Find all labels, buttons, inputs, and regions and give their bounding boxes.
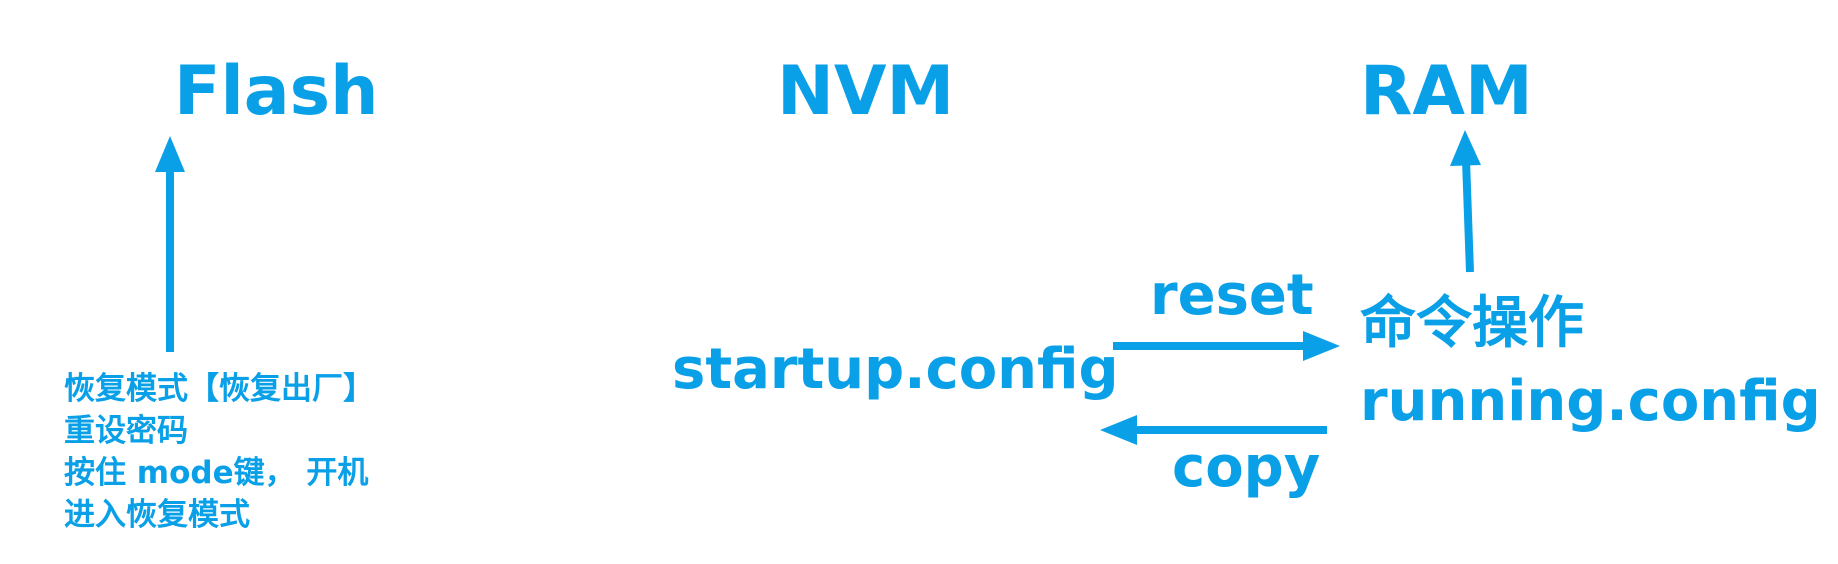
copy-label: copy (1172, 435, 1321, 500)
note-line-hold-mode-key: 按住 mode键， 开机 (64, 455, 369, 492)
startup-config-label: startup.config (672, 337, 1119, 402)
note-line-enter-recovery: 进入恢复模式 (64, 497, 250, 534)
arrow-reset (1113, 331, 1340, 361)
nvm-heading: NVM (777, 52, 955, 131)
arrow-copy (1100, 415, 1327, 445)
reset-label: reset (1150, 263, 1314, 328)
arrow-to-ram (1450, 130, 1481, 273)
arrow-to-flash (155, 136, 185, 352)
running-config-label: running.config (1360, 369, 1821, 434)
note-line-recovery-mode: 恢复模式【恢复出厂】 (64, 371, 374, 407)
command-operation-label: 命令操作 (1360, 291, 1584, 356)
flash-recovery-note: 恢复模式【恢复出厂】 重设密码 按住 mode键， 开机 进入恢复模式 (64, 368, 374, 537)
flash-heading: Flash (174, 52, 379, 131)
ram-heading: RAM (1360, 52, 1533, 131)
note-line-reset-password: 重设密码 (64, 413, 188, 450)
